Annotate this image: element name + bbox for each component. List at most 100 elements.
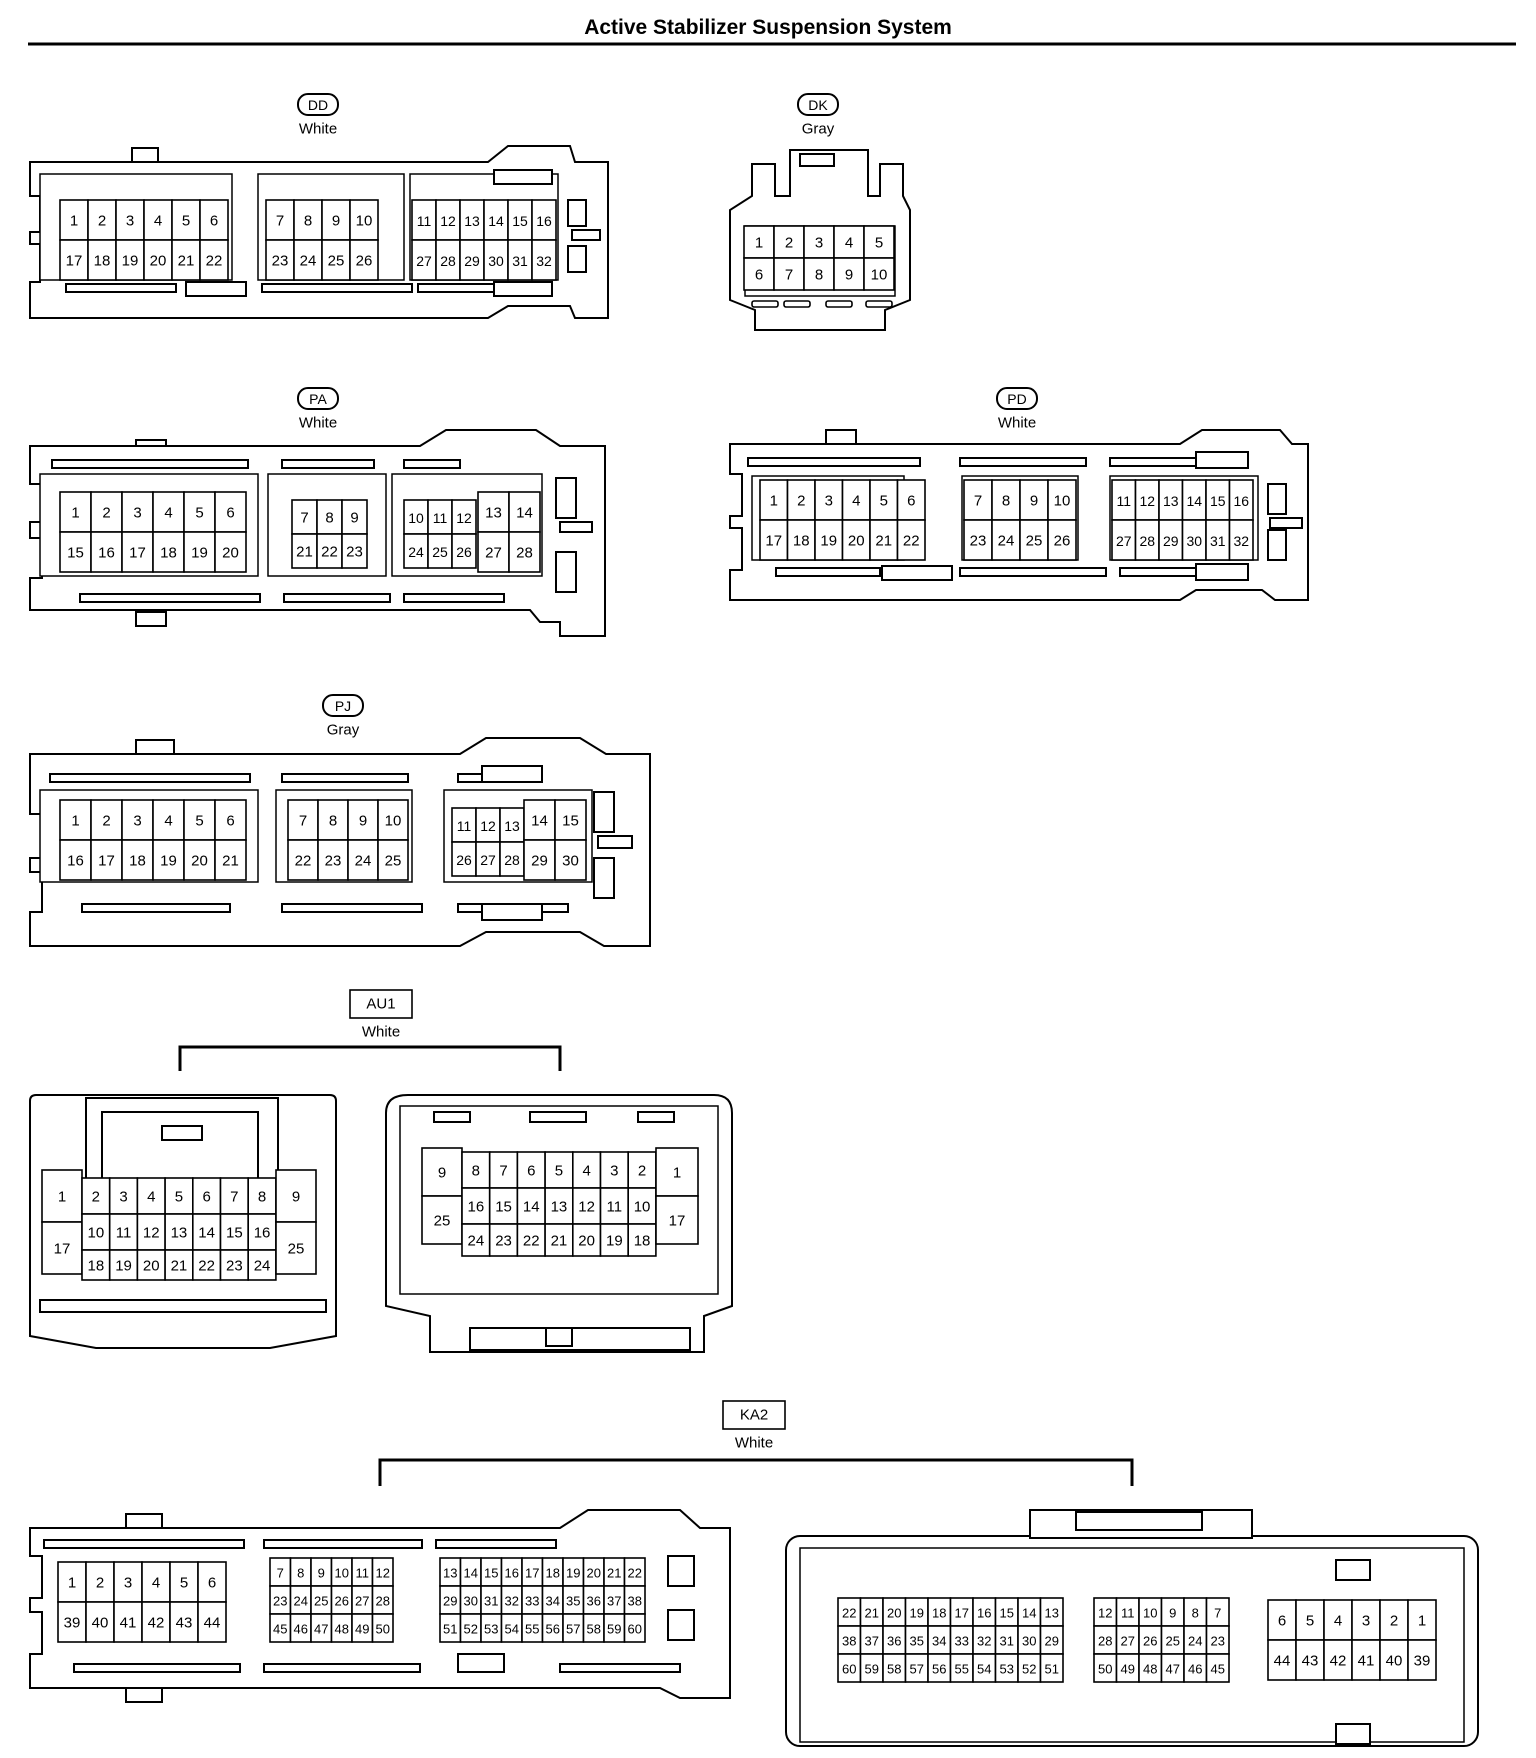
pin-number: 49 bbox=[355, 1622, 369, 1637]
pin-number: 12 bbox=[578, 1199, 595, 1216]
pin-number: 15 bbox=[562, 813, 579, 830]
latch-slot bbox=[457, 1653, 505, 1673]
latch-slot bbox=[1075, 1511, 1203, 1531]
pin-number: 16 bbox=[468, 1199, 485, 1216]
latch-slot bbox=[469, 1327, 691, 1351]
pin-cavity bbox=[192, 1177, 222, 1215]
pin-number: 5 bbox=[875, 235, 883, 252]
pin-number: 15 bbox=[67, 545, 84, 562]
pin-number: 9 bbox=[438, 1165, 446, 1182]
pin-cavity bbox=[199, 239, 229, 281]
pin-number: 5 bbox=[880, 493, 888, 510]
pin-number: 37 bbox=[865, 1634, 879, 1649]
pin-number: 13 bbox=[464, 213, 480, 229]
pin-number: 22 bbox=[295, 853, 312, 870]
pin-number: 23 bbox=[272, 253, 289, 270]
pin-number: 27 bbox=[1121, 1634, 1135, 1649]
pin-number: 6 bbox=[1278, 1613, 1286, 1630]
pin-number: 9 bbox=[318, 1566, 325, 1581]
pin-number: 8 bbox=[472, 1163, 480, 1180]
pin-cavity bbox=[164, 1177, 194, 1215]
pin-cavity bbox=[347, 839, 379, 881]
pin-number: 2 bbox=[98, 213, 106, 230]
pin-cavity bbox=[623, 1613, 646, 1643]
pin-cavity bbox=[214, 531, 247, 573]
pin-number: 16 bbox=[536, 213, 552, 229]
pin-number: 7 bbox=[1214, 1606, 1221, 1621]
pin-number: 17 bbox=[765, 533, 782, 550]
pin-number: 27 bbox=[1116, 533, 1132, 549]
pin-cavity bbox=[317, 839, 349, 881]
pin-cavity bbox=[963, 479, 993, 521]
pin-number: 6 bbox=[226, 813, 234, 830]
keying-slot bbox=[1269, 517, 1303, 529]
pin-number: 8 bbox=[815, 267, 823, 284]
pin-number: 25 bbox=[328, 253, 345, 270]
pin-number: 1 bbox=[770, 493, 778, 510]
pin-number: 25 bbox=[314, 1594, 328, 1609]
latch-slot bbox=[65, 283, 177, 293]
pin-cavity bbox=[833, 257, 865, 291]
pin-number: 7 bbox=[499, 1163, 507, 1180]
pin-number: 45 bbox=[273, 1622, 287, 1637]
pin-number: 21 bbox=[875, 533, 892, 550]
pin-number: 3 bbox=[1362, 1613, 1370, 1630]
pin-cavity bbox=[896, 519, 926, 561]
pin-number: 6 bbox=[226, 505, 234, 522]
pin-number: 22 bbox=[523, 1233, 540, 1250]
pin-number: 42 bbox=[148, 1615, 165, 1632]
pin-number: 22 bbox=[206, 253, 223, 270]
pin-number: 9 bbox=[845, 267, 853, 284]
keying-slot bbox=[555, 551, 577, 593]
connector-code: PJ bbox=[335, 698, 351, 714]
pin-number: 44 bbox=[204, 1615, 221, 1632]
pin-cavity bbox=[81, 1249, 111, 1281]
pin-number: 9 bbox=[350, 510, 358, 527]
connector-code-badge bbox=[996, 387, 1038, 410]
pin-cavity bbox=[214, 839, 247, 881]
pin-number: 26 bbox=[356, 253, 373, 270]
pin-number: 14 bbox=[516, 505, 533, 522]
keying-slot bbox=[567, 199, 587, 227]
pin-number: 10 bbox=[871, 267, 888, 284]
pin-cavity bbox=[627, 1223, 657, 1257]
pin-number: 19 bbox=[160, 853, 177, 870]
pin-number: 24 bbox=[408, 544, 424, 560]
locking-tab bbox=[825, 429, 857, 445]
pin-cavity bbox=[115, 239, 145, 281]
pin-cavity bbox=[1039, 1653, 1064, 1683]
pin-cavity bbox=[773, 257, 805, 291]
latch-slot bbox=[403, 459, 461, 469]
pin-cavity bbox=[403, 499, 429, 535]
pin-cavity bbox=[57, 1601, 87, 1643]
pin-number: 48 bbox=[335, 1622, 349, 1637]
pin-number: 59 bbox=[607, 1622, 621, 1637]
pin-number: 17 bbox=[54, 1241, 71, 1258]
pin-number: 60 bbox=[842, 1662, 856, 1677]
pin-number: 24 bbox=[355, 853, 372, 870]
pin-number: 53 bbox=[1000, 1662, 1014, 1677]
latch-slot bbox=[39, 1299, 327, 1313]
page-title: Active Stabilizer Suspension System bbox=[584, 16, 952, 39]
pin-cavity bbox=[655, 1195, 699, 1245]
pin-cavity bbox=[341, 499, 368, 535]
pin-number: 20 bbox=[848, 533, 865, 550]
pin-number: 7 bbox=[300, 510, 308, 527]
pin-number: 11 bbox=[1116, 493, 1131, 509]
pin-number: 52 bbox=[464, 1622, 478, 1637]
pin-number: 13 bbox=[504, 818, 520, 834]
pin-cavity bbox=[451, 807, 477, 843]
pin-cavity bbox=[377, 839, 409, 881]
pin-cavity bbox=[863, 257, 895, 291]
pin-number: 18 bbox=[932, 1606, 946, 1621]
pin-number: 31 bbox=[484, 1594, 498, 1609]
pin-number: 4 bbox=[147, 1189, 155, 1206]
latch-slot bbox=[263, 1663, 421, 1673]
pin-cavity bbox=[599, 1151, 630, 1189]
pin-number: 20 bbox=[578, 1233, 595, 1250]
pin-number: 18 bbox=[129, 853, 146, 870]
keying-slot bbox=[667, 1555, 695, 1587]
pin-number: 22 bbox=[903, 533, 920, 550]
keying-slot bbox=[559, 521, 593, 533]
pin-number: 29 bbox=[1163, 533, 1179, 549]
